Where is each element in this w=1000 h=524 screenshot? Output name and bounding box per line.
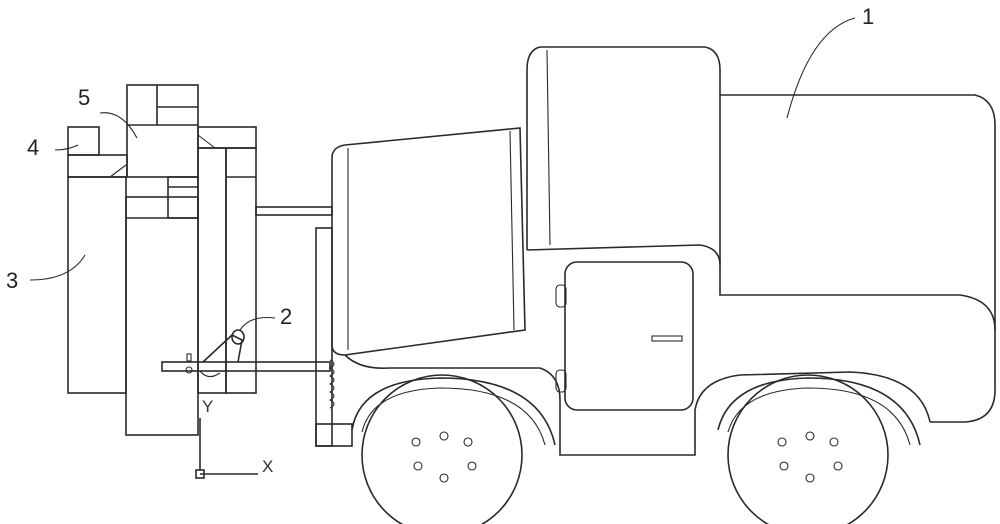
label-2: 2 [280, 304, 292, 329]
truck [315, 46, 996, 524]
block-5 [126, 84, 199, 178]
label-1: 1 [862, 4, 874, 29]
reference-labels: 1 2 3 4 5 [6, 4, 874, 331]
hinge [555, 284, 567, 308]
engine-hood [331, 127, 526, 356]
block-4 [67, 126, 100, 156]
coordinate-axes: Y X [195, 397, 273, 479]
hinge [555, 369, 567, 393]
y-axis-label: Y [202, 397, 213, 416]
label-5: 5 [78, 85, 90, 110]
door [564, 261, 694, 411]
frame-block-3 [67, 176, 127, 394]
frame-assembly: Y X [67, 84, 333, 479]
device-2 [185, 329, 245, 378]
rear-wheel [727, 374, 889, 524]
cab [540, 46, 996, 423]
x-axis-label: X [262, 457, 273, 476]
door-handle [651, 335, 683, 342]
connector-bar [255, 206, 333, 216]
label-4: 4 [27, 135, 39, 160]
cross-bar [161, 361, 331, 372]
label-3: 3 [6, 268, 18, 293]
front-wheel [361, 374, 523, 524]
